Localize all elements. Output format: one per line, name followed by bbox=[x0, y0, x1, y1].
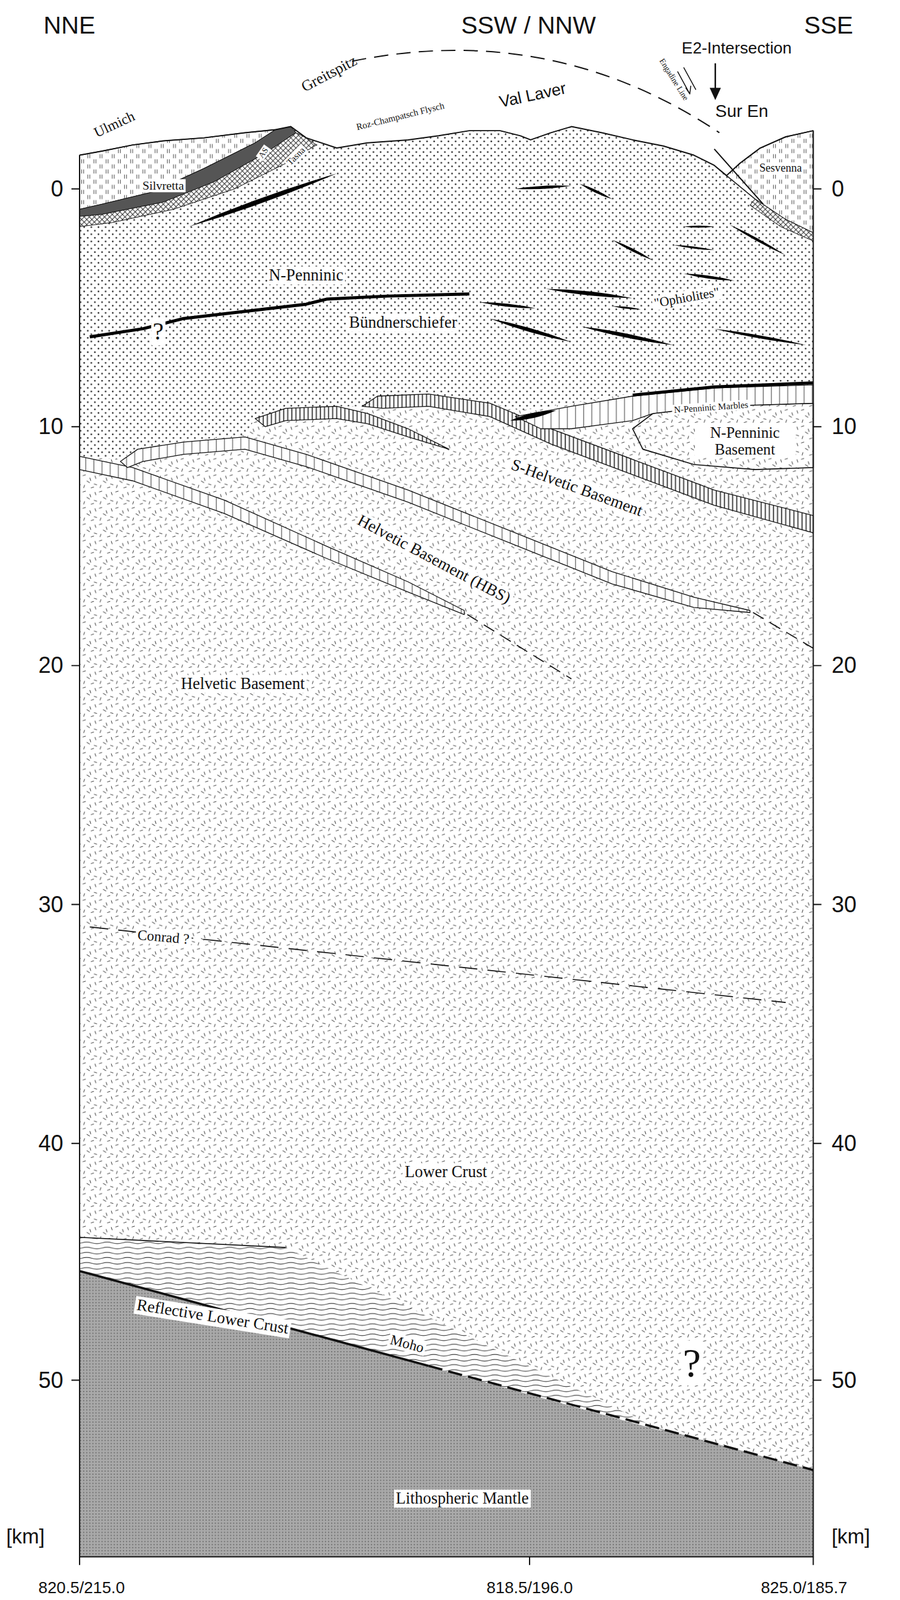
unit-label: N-Penninic bbox=[267, 266, 346, 285]
axis-label: 30 bbox=[38, 891, 64, 917]
unit-label: ? bbox=[681, 1340, 703, 1385]
axis-label: [km] bbox=[831, 1524, 871, 1548]
axis-label: [km] bbox=[6, 1524, 45, 1548]
axis-label: Sur En bbox=[715, 101, 769, 122]
unit-label: ? bbox=[151, 318, 166, 345]
axis-label: 40 bbox=[831, 1130, 857, 1156]
axis-label: 30 bbox=[831, 891, 857, 917]
axis-label: 20 bbox=[831, 653, 857, 679]
unit-label: Silvretta bbox=[140, 179, 186, 193]
axis-label: 818.5/196.0 bbox=[486, 1577, 574, 1596]
axis-label: NNE bbox=[43, 11, 96, 39]
axis-label: 0 bbox=[831, 176, 845, 202]
axis-label: 50 bbox=[831, 1367, 857, 1393]
axis-label: Roz-Champatsch Flysch bbox=[354, 100, 446, 133]
unit-label: Sesvenna bbox=[757, 162, 804, 175]
axis-label: 40 bbox=[38, 1130, 64, 1156]
unit-label: Bündnerschiefer bbox=[347, 313, 460, 332]
unit-label: Lower Crust bbox=[402, 1162, 489, 1181]
axis-label: 20 bbox=[38, 653, 64, 679]
axis-label: 50 bbox=[38, 1367, 64, 1393]
axis-label: 0 bbox=[50, 176, 64, 202]
axis-label: SSW / NNW bbox=[461, 11, 597, 39]
axis-label: 10 bbox=[38, 413, 64, 439]
unit-label: N-Penninic Basement bbox=[694, 423, 796, 458]
axis-label: Ulmich bbox=[91, 108, 137, 141]
axis-label: SSE bbox=[804, 11, 854, 39]
axis-label: Greitspitz bbox=[297, 51, 359, 95]
axis-label: Val Laver bbox=[497, 78, 569, 111]
axis-label: 10 bbox=[831, 413, 857, 439]
axis-label: E2-Intersection bbox=[681, 39, 792, 58]
unit-label: Lithospheric Mantle bbox=[394, 1489, 531, 1508]
axis-label: 825.0/185.7 bbox=[760, 1577, 848, 1596]
axis-label: 820.5/215.0 bbox=[38, 1577, 125, 1596]
axis-label: Engadine Line bbox=[656, 57, 690, 103]
unit-label: Helvetic Basement bbox=[179, 675, 307, 694]
